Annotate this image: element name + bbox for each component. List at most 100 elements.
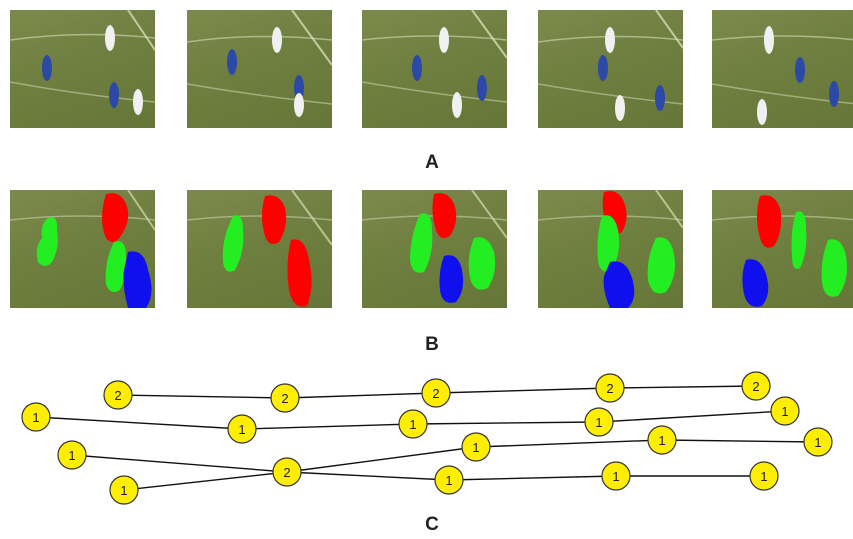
frame-b-5-masks: [712, 195, 853, 307]
graph-node-label: 1: [32, 410, 39, 425]
player-blue: [109, 82, 119, 108]
frame-a-3-scene: [362, 10, 507, 118]
player-white: [105, 25, 115, 51]
graph-node-circle: [461, 432, 491, 462]
row-label-c: C: [425, 514, 439, 535]
mask-green: [821, 239, 847, 297]
graph-node-label: 1: [68, 448, 75, 463]
graph-node: 1: [584, 407, 614, 437]
graph-edge: [412, 421, 600, 425]
frame-a-1-scene: [10, 10, 155, 115]
graph-node: 2: [741, 371, 771, 401]
graph-node-label: 2: [283, 465, 290, 480]
graph-node: 1: [803, 427, 833, 457]
frame-b-5: [712, 190, 853, 308]
graph-edge: [71, 454, 288, 473]
frame-b-1: [10, 190, 155, 308]
graph-node-circle: [595, 373, 625, 403]
player-blue: [294, 75, 304, 101]
graph-edge: [241, 423, 414, 430]
mask-green: [597, 215, 620, 272]
player-white: [294, 93, 304, 117]
graph-edge: [286, 471, 450, 481]
graph-edge: [117, 394, 286, 399]
mask-blue: [742, 259, 769, 307]
graph-node-label: 2: [281, 391, 288, 406]
graph-node-circle: [398, 409, 428, 439]
graph-node-label: 1: [612, 469, 619, 484]
graph-node-circle: [647, 425, 677, 455]
graph-edges: [35, 385, 819, 491]
mask-green: [36, 217, 58, 266]
frame-b-4: [538, 190, 683, 308]
mask-blue: [123, 251, 152, 308]
graph-edge: [123, 471, 288, 491]
player-white: [764, 26, 774, 54]
graph-edge: [286, 446, 477, 473]
graph-node: 1: [749, 461, 779, 491]
graph-edge: [448, 475, 617, 481]
graph-node-label: 1: [658, 433, 665, 448]
graph-node-label: 2: [606, 381, 613, 396]
graph-node-circle: [272, 457, 302, 487]
graph-node-label: 2: [114, 388, 121, 403]
player-white: [452, 92, 462, 118]
graph-node-label: 1: [120, 483, 127, 498]
frame-a-3: [362, 10, 507, 128]
graph-node-circle: [803, 427, 833, 457]
frame-a-5: [712, 10, 853, 128]
mask-red: [102, 193, 129, 243]
graph-edge: [475, 439, 663, 448]
graph-node: 1: [461, 432, 491, 462]
row-label-b: B: [425, 334, 439, 355]
graph-node-circle: [57, 440, 87, 470]
graph-node-circle: [741, 371, 771, 401]
graph-edge: [435, 387, 611, 394]
graph-edge: [35, 416, 243, 430]
player-white: [615, 95, 625, 121]
graph-node: 2: [272, 457, 302, 487]
graph-node-label: 2: [752, 379, 759, 394]
graph-node: 2: [103, 380, 133, 410]
graph-node-label: 1: [238, 422, 245, 437]
mask-red: [432, 193, 457, 238]
graph-node-circle: [584, 407, 614, 437]
graph-node-label: 1: [445, 473, 452, 488]
frame-a-1: [10, 10, 155, 128]
player-white: [133, 89, 143, 115]
mask-green: [222, 215, 244, 272]
mask-red: [287, 239, 312, 307]
player-blue: [598, 55, 608, 81]
graph-edge: [609, 385, 757, 389]
graph-node: 1: [770, 396, 800, 426]
graph-node: 1: [227, 414, 257, 444]
graph-node-label: 1: [409, 417, 416, 432]
graph-edge: [661, 439, 819, 443]
player-blue: [655, 85, 665, 111]
mask-green: [105, 241, 127, 292]
player-white: [757, 99, 767, 125]
graph-node-circle: [434, 465, 464, 495]
graph-node-label: 1: [814, 435, 821, 450]
graph-node-circle: [270, 383, 300, 413]
player-white: [439, 27, 449, 53]
frame-a-2-scene: [187, 10, 332, 117]
graph-node: 1: [21, 402, 51, 432]
graph-node: 1: [398, 409, 428, 439]
frame-a-2: [187, 10, 332, 128]
graph-node-circle: [749, 461, 779, 491]
graph-edge: [598, 410, 786, 423]
graph-node-label: 1: [472, 440, 479, 455]
graph-node: 1: [601, 461, 631, 491]
player-blue: [829, 81, 839, 107]
graph-node-label: 1: [595, 415, 602, 430]
graph-node-label: 2: [432, 386, 439, 401]
frame-a-4: [538, 10, 683, 128]
player-blue: [412, 55, 422, 81]
frame-b-1-masks: [10, 190, 155, 308]
frame-b-2: [187, 190, 332, 308]
graph-node-circle: [103, 380, 133, 410]
graph-node-circle: [21, 402, 51, 432]
